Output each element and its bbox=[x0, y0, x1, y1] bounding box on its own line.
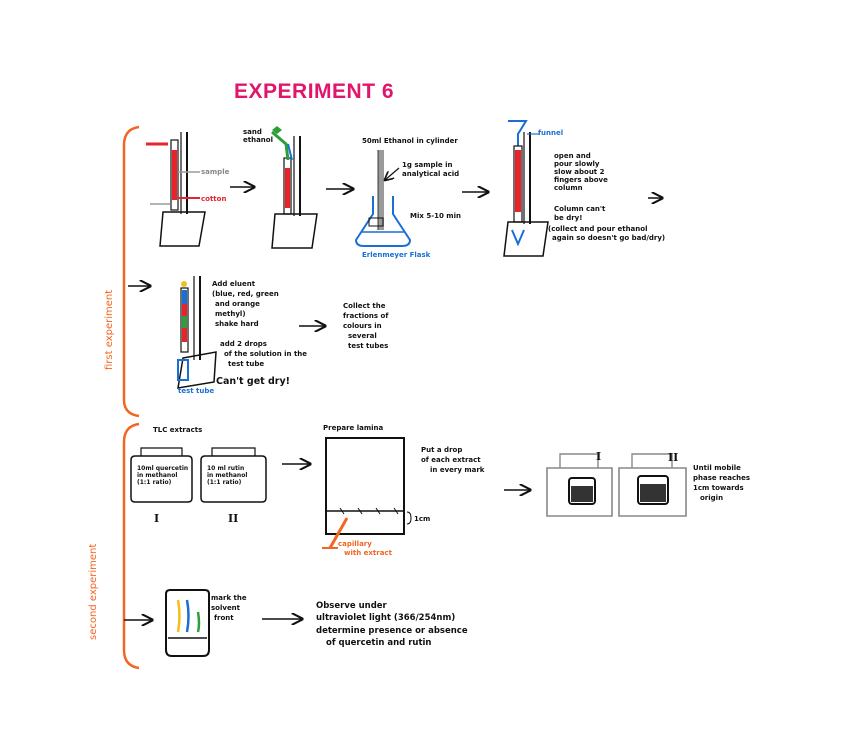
note5-6: add 2 drops bbox=[220, 340, 267, 348]
label-plate: Prepare lamina bbox=[323, 424, 384, 432]
note6-4: several bbox=[348, 332, 377, 340]
note5-2: (blue, red, green bbox=[212, 290, 279, 298]
uv-2: ultraviolet light (366/254nm) bbox=[316, 613, 455, 623]
mobile-2: phase reaches bbox=[693, 474, 750, 482]
note5-8: test tube bbox=[228, 360, 264, 368]
chamber2-roman: II bbox=[668, 451, 678, 464]
note5-7: of the solution in the bbox=[224, 350, 307, 358]
note4-5: column bbox=[554, 184, 583, 192]
dry-1: mark the bbox=[211, 594, 247, 602]
note4-4: fingers above bbox=[554, 176, 608, 184]
dry-3: front bbox=[214, 614, 234, 622]
uv-1: Observe under bbox=[316, 601, 388, 611]
note4-1: open and bbox=[554, 152, 591, 160]
drop-2: of each extract bbox=[421, 456, 481, 464]
bag2-line3: (1:1 ratio) bbox=[207, 479, 242, 486]
note4-2: pour slowly bbox=[554, 160, 600, 168]
note4-3: slow about 2 bbox=[554, 168, 605, 176]
label-flask: Erlenmeyer Flask bbox=[362, 251, 431, 259]
note6-1: Collect the bbox=[343, 302, 386, 310]
bag2-line1: 10 ml rutin bbox=[207, 465, 244, 472]
note4-9: again so doesn't go bad/dry) bbox=[552, 234, 665, 242]
uv-3: determine presence or absence bbox=[316, 626, 468, 636]
bracket-first bbox=[124, 127, 139, 416]
drop-3: in every mark bbox=[430, 466, 485, 474]
note4-8: (collect and pour ethanol bbox=[548, 225, 647, 233]
section-label-first: first experiment bbox=[104, 290, 115, 370]
label-mix: Mix 5-10 min bbox=[410, 212, 461, 220]
note6-2: fractions of bbox=[343, 312, 389, 320]
label-sample: sample bbox=[201, 168, 230, 176]
label-test-tube: test tube bbox=[178, 387, 214, 395]
label-cotton: cotton bbox=[201, 195, 226, 203]
column-stand-eluent bbox=[178, 276, 216, 388]
label-sand: sand bbox=[243, 128, 262, 136]
note5-3: and orange bbox=[215, 300, 260, 308]
note5-4: methyl) bbox=[215, 310, 246, 318]
bag1-line1: 10ml quercetin bbox=[137, 465, 188, 472]
label-acid-2: analytical acid bbox=[402, 170, 459, 178]
bag2-line2: in methanol bbox=[207, 472, 247, 479]
column-stand-1 bbox=[146, 132, 205, 246]
note5-1: Add eluent bbox=[212, 280, 256, 288]
page-title: EXPERIMENT 6 bbox=[234, 80, 394, 103]
label-ethanol: ethanol bbox=[243, 136, 273, 144]
tlc-plate bbox=[322, 438, 411, 548]
label-capillary-2: with extract bbox=[344, 549, 393, 557]
note5-9: Can't get dry! bbox=[216, 376, 290, 387]
developing-chamber-1 bbox=[547, 454, 612, 516]
bag1-line3: (1:1 ratio) bbox=[137, 479, 172, 486]
label-cylinder: 50ml Ethanol in cylinder bbox=[362, 137, 458, 145]
chamber1-roman: I bbox=[596, 450, 601, 463]
label-tlc: TLC extracts bbox=[153, 426, 202, 434]
dried-plate bbox=[166, 590, 209, 656]
mobile-3: 1cm towards bbox=[693, 484, 744, 492]
section-label-second: second experiment bbox=[88, 544, 99, 640]
note5-5: shake hard bbox=[215, 320, 259, 328]
note4-7: be dry! bbox=[554, 214, 582, 222]
bag1-line2: in methanol bbox=[137, 472, 177, 479]
bag2-roman: II bbox=[228, 512, 238, 525]
note4-6: Column can't bbox=[554, 205, 606, 213]
label-1cm: 1cm bbox=[414, 515, 430, 523]
label-funnel: funnel bbox=[538, 129, 563, 137]
dry-2: solvent bbox=[211, 604, 241, 612]
mobile-4: origin bbox=[700, 494, 723, 502]
note6-3: colours in bbox=[343, 322, 382, 330]
label-acid-1: 1g sample in bbox=[402, 161, 452, 169]
column-stand-2 bbox=[272, 126, 317, 248]
uv-4: of quercetin and rutin bbox=[326, 638, 431, 648]
drop-1: Put a drop bbox=[421, 446, 462, 454]
bag1-roman: I bbox=[154, 512, 159, 525]
column-stand-funnel bbox=[504, 121, 548, 256]
note6-5: test tubes bbox=[348, 342, 388, 350]
label-capillary-1: capillary bbox=[338, 540, 372, 548]
mobile-1: Until mobile bbox=[693, 464, 741, 472]
